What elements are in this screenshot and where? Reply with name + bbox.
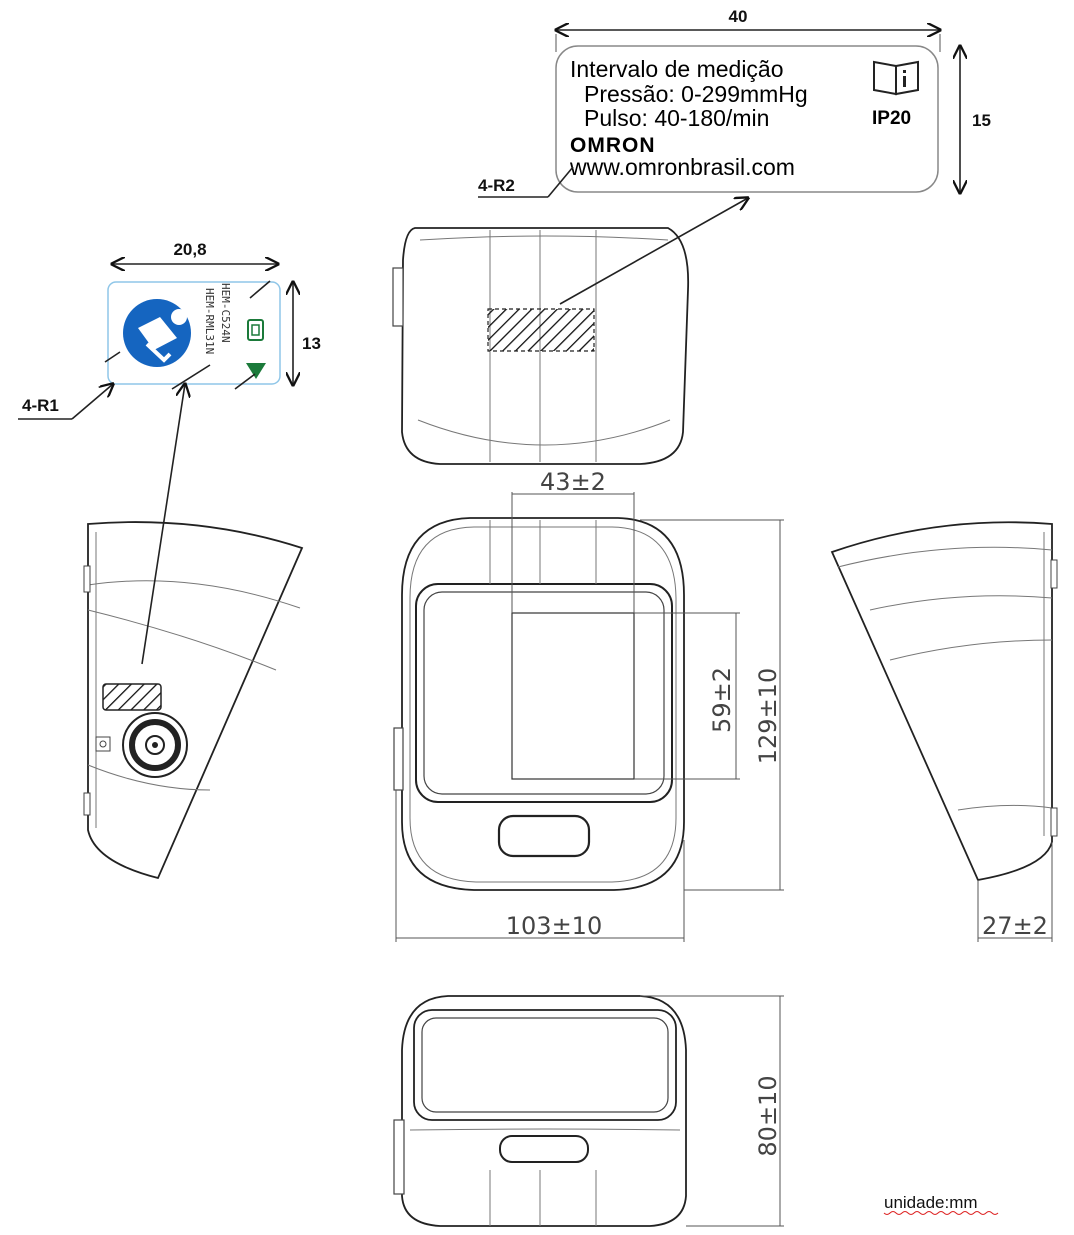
start-button-shape-bottom (499, 1135, 589, 1163)
battery-icon (247, 319, 264, 341)
label-line-1: Intervalo de medição (570, 56, 784, 82)
display-height-dimension: 59±2 (708, 667, 736, 733)
model-number-1: HEM-C524N (219, 283, 232, 343)
label-outline (555, 45, 939, 193)
triangle-down-icon (246, 363, 266, 379)
small-label: 20,8 13 HEM-C524N HEM-RML31N 4-R1 (18, 240, 321, 420)
bottom-height-dimension: 80±10 (754, 1075, 782, 1156)
depth-dimension: 27±2 (982, 912, 1048, 940)
label-url: www.omronbrasil.com (569, 154, 795, 180)
cuff-connector-port (122, 712, 188, 778)
label-position-side (102, 683, 162, 711)
front-view: 43±2 59±2 129±10 103±10 (393, 468, 784, 942)
body-width-dimension: 103±10 (506, 912, 602, 940)
label-position-top (487, 308, 595, 352)
corner-radius-label-r2: 4-R2 (478, 176, 515, 195)
label-height-dimension: 15 (972, 111, 991, 130)
left-side-view (83, 384, 304, 880)
ip-rating: IP20 (872, 108, 911, 129)
start-button-shape (497, 814, 591, 858)
small-label-width-dimension: 20,8 (173, 240, 206, 259)
top-view (392, 198, 748, 465)
large-label: 40 15 Intervalo de medição Pressão: 0-29… (478, 7, 991, 198)
spellcheck-underline (883, 1211, 999, 1215)
corner-radius-label-r1: 4-R1 (22, 396, 59, 415)
label-width-dimension: 40 (729, 7, 748, 26)
brand-logo: OMRON (570, 134, 656, 157)
body-height-dimension: 129±10 (754, 668, 782, 764)
display-width-dimension: 43±2 (540, 468, 606, 496)
right-side-view: 27±2 (830, 521, 1058, 942)
small-label-height-dimension: 13 (302, 334, 321, 353)
unit-note: unidade:mm (884, 1193, 978, 1212)
label-line-2: Pressão: 0-299mmHg (584, 81, 808, 107)
air-connector-icon (95, 736, 111, 752)
bottom-view: 80±10 (393, 995, 784, 1227)
label-line-3: Pulso: 40-180/min (584, 105, 769, 131)
info-book-icon (873, 60, 919, 96)
read-manual-icon (123, 299, 191, 367)
model-number-2: HEM-RML31N (203, 288, 216, 354)
